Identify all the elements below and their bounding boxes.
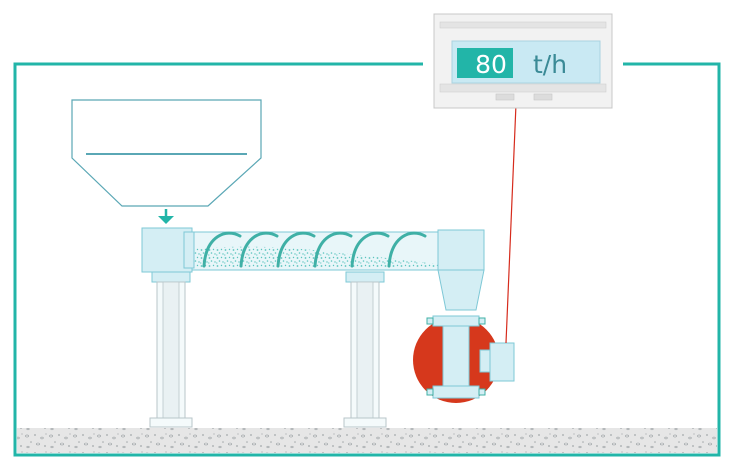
frame-outline (13, 62, 721, 457)
outlet-chute (437, 269, 485, 311)
sensor-head (489, 342, 515, 382)
flow-meter-body (426, 315, 491, 399)
inlet-flange (183, 231, 195, 269)
support-leg-right (343, 271, 387, 428)
flow-rate-display: 80 t/h (433, 13, 613, 109)
signal-wire (505, 103, 517, 344)
ground (17, 428, 717, 453)
display-unit: t/h (533, 50, 567, 79)
arrow-down-icon (158, 209, 174, 224)
support-leg-left (149, 271, 193, 428)
display-value-background (457, 48, 513, 78)
outlet-housing (437, 229, 485, 271)
display-value: 80 (475, 50, 507, 79)
screw-flights (202, 231, 427, 268)
